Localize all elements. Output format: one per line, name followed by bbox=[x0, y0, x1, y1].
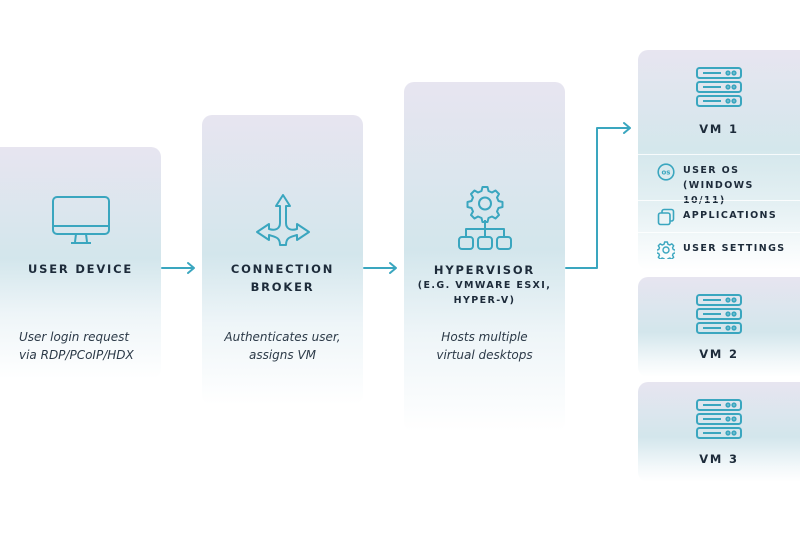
vm-component-applications: APPLICATIONS bbox=[638, 200, 800, 232]
vm-title: VM 2 bbox=[699, 347, 739, 361]
node-title: HYPERVISOR bbox=[433, 263, 536, 277]
node-user-device: USER DEVICE User login request via RDP/P… bbox=[0, 147, 161, 379]
node-description: Hosts multiple virtual desktops bbox=[404, 328, 565, 364]
node-description: Authenticates user, assigns VM bbox=[202, 328, 363, 364]
subtitle-line: HYPER-V) bbox=[453, 295, 516, 306]
monitor-icon bbox=[51, 195, 111, 247]
label-line: USER OS bbox=[683, 165, 740, 176]
node-hypervisor: HYPERVISOR (E.G. VMWARE ESXI, HYPER-V) H… bbox=[404, 82, 565, 432]
vm-component-user-os: os USER OS (WINDOWS 10/11) bbox=[638, 154, 800, 206]
description-line: Authenticates user, bbox=[224, 330, 341, 344]
vm-card-3: VM 3 bbox=[638, 382, 800, 482]
node-title: USER DEVICE bbox=[27, 262, 133, 276]
title-line: CONNECTION bbox=[230, 262, 335, 276]
node-connection-broker: CONNECTION BROKER Authenticates user, as… bbox=[202, 115, 363, 405]
arrow-hypervisor-to-vm1 bbox=[565, 122, 631, 269]
server-icon bbox=[695, 66, 743, 108]
vm-card-2: VM 2 bbox=[638, 277, 800, 377]
svg-text:os: os bbox=[662, 169, 671, 177]
gear-hierarchy-icon bbox=[457, 185, 513, 251]
vm-component-label: APPLICATIONS bbox=[683, 210, 778, 221]
vm-title: VM 3 bbox=[699, 452, 739, 466]
gear-icon bbox=[655, 241, 677, 263]
description-line: virtual desktops bbox=[436, 348, 533, 362]
split-arrows-icon bbox=[255, 193, 311, 247]
vm-component-list: os USER OS (WINDOWS 10/11) APPLICATIONS … bbox=[638, 154, 800, 264]
description-line: via RDP/PCoIP/HDX bbox=[19, 348, 134, 362]
node-title: CONNECTION BROKER bbox=[202, 260, 363, 296]
vm-card-1: VM 1 os USER OS (WINDOWS 10/11) APPLICAT… bbox=[638, 50, 800, 270]
arrow-user-device-to-broker bbox=[161, 262, 195, 274]
server-icon bbox=[695, 293, 743, 335]
os-badge-icon: os bbox=[657, 163, 677, 185]
server-icon bbox=[695, 398, 743, 440]
subtitle-line: (E.G. VMWARE ESXI, bbox=[417, 280, 552, 291]
vm-component-user-settings: USER SETTINGS bbox=[638, 232, 800, 264]
node-subtitle: (E.G. VMWARE ESXI, HYPER-V) bbox=[404, 278, 565, 308]
arrow-broker-to-hypervisor bbox=[363, 262, 397, 274]
title-line: BROKER bbox=[250, 280, 315, 294]
node-description: User login request via RDP/PCoIP/HDX bbox=[0, 328, 161, 364]
description-line: assigns VM bbox=[248, 348, 317, 362]
description-line: Hosts multiple bbox=[441, 330, 528, 344]
description-line: User login request bbox=[19, 330, 130, 344]
stacked-windows-icon bbox=[657, 208, 677, 230]
vm-component-label: USER SETTINGS bbox=[683, 243, 786, 254]
vm-title: VM 1 bbox=[699, 122, 739, 136]
